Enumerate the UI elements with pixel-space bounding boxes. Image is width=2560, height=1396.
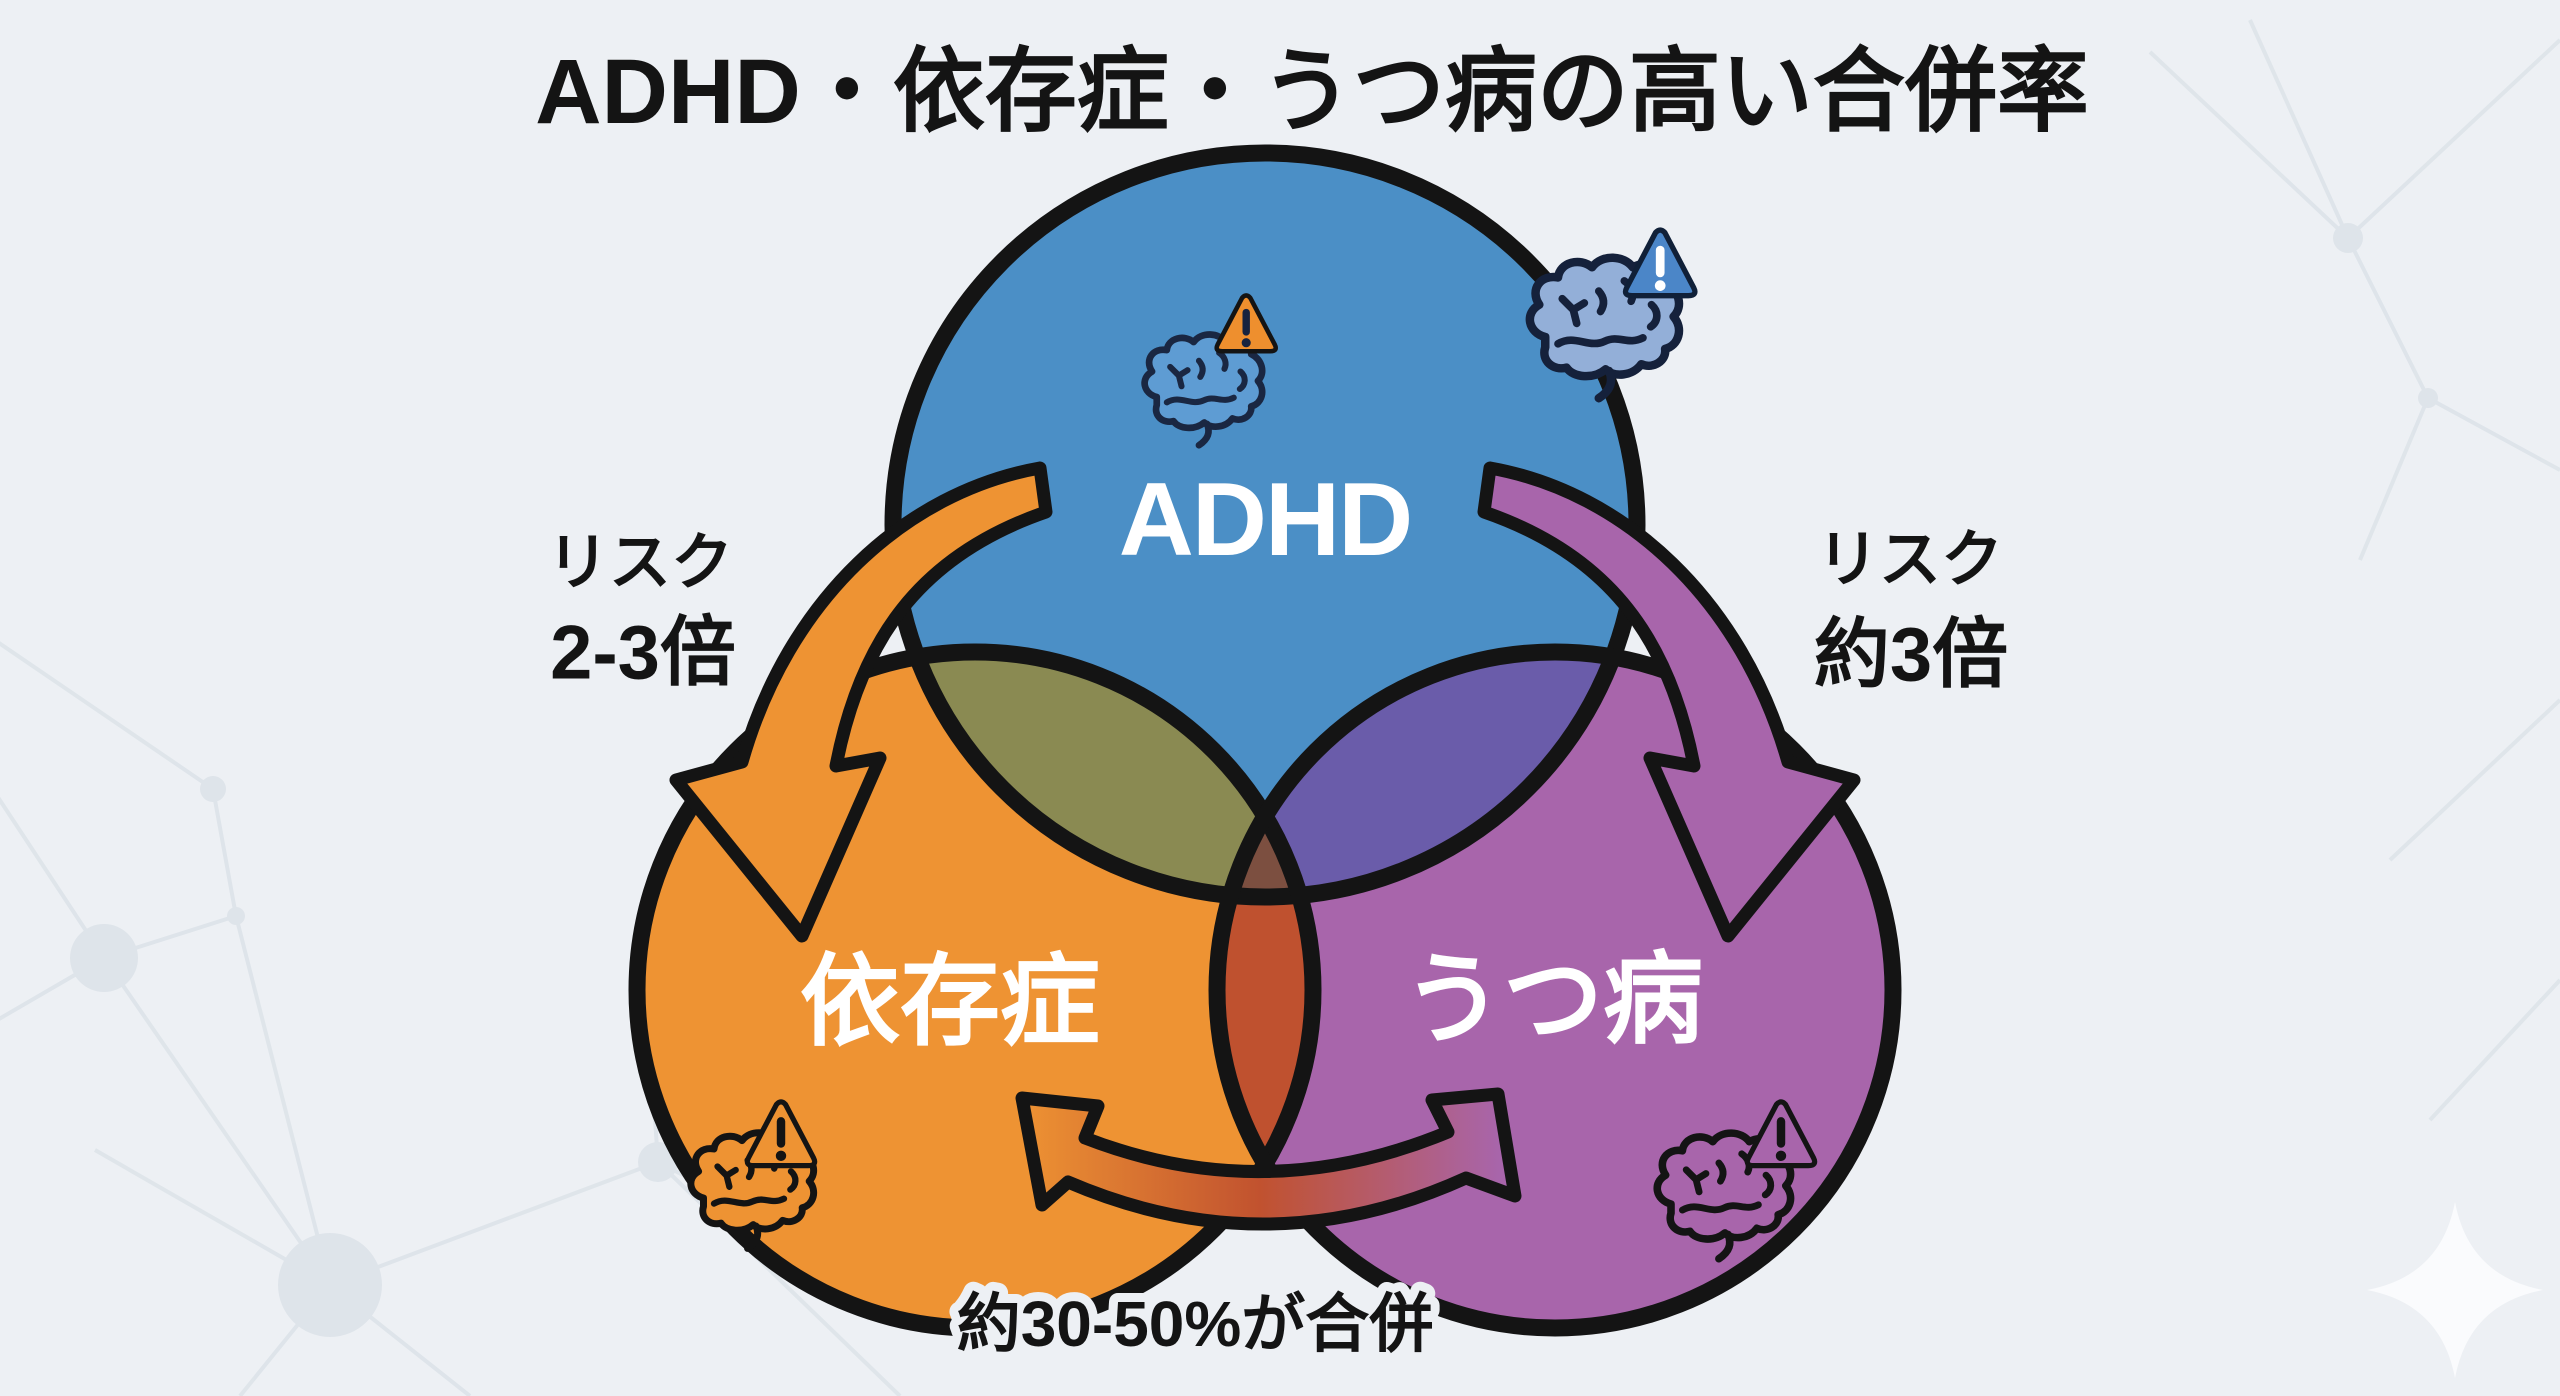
circle-label-adhd: ADHD — [1119, 462, 1411, 578]
arrow-addiction-depression-mutual — [1015, 1087, 1522, 1231]
bottom-comorbidity-label: 約30-50%が合併 — [957, 1288, 1434, 1360]
overlap-adhd-addiction — [893, 652, 1313, 897]
relation-arrows — [669, 461, 1861, 1231]
circle-label-depression: うつ病 — [1403, 944, 1703, 1056]
circle-depression-outline — [1208, 643, 1902, 1337]
network-node — [2333, 223, 2363, 253]
circle-addiction-outline — [628, 643, 1322, 1337]
risk-left-label-line1: リスク — [547, 529, 733, 598]
risk-right-label-line2: 約3倍 — [1814, 613, 2008, 698]
sparkle-icon — [2367, 1202, 2543, 1378]
network-node — [70, 924, 138, 992]
page-title: ADHD・依存症・うつ病の高い合併率 — [535, 41, 2089, 143]
circle-label-addiction: 依存症 — [800, 946, 1100, 1058]
risk-left-label-line2: 2-3倍 — [550, 611, 736, 696]
network-node — [638, 1142, 678, 1182]
arrow-adhd-to-addiction — [669, 461, 1053, 943]
risk-right-label-line1: リスク — [1817, 526, 2003, 595]
network-node — [278, 1233, 382, 1337]
network-node — [227, 907, 245, 925]
network-node — [2418, 388, 2438, 408]
overlap-adhd-depression — [1217, 652, 1637, 897]
network-node — [200, 776, 226, 802]
arrow-adhd-to-depression — [1477, 461, 1861, 943]
